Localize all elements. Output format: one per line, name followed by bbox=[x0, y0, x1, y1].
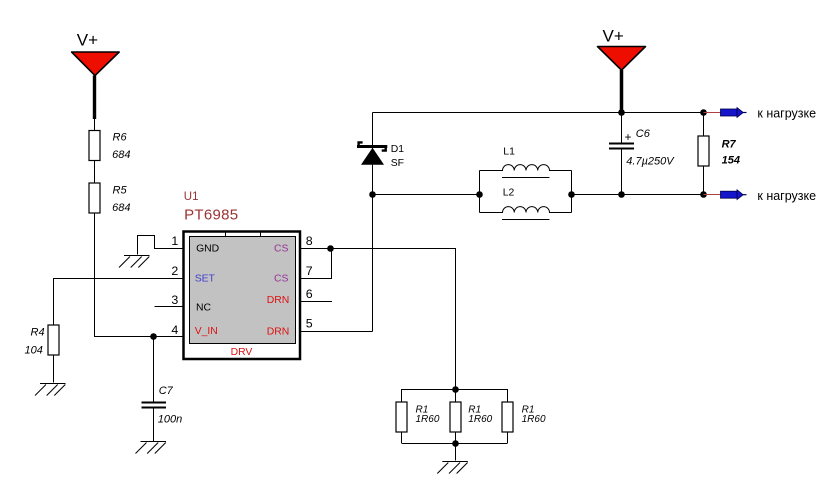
svg-text:C6: C6 bbox=[636, 128, 651, 140]
svg-text:NC: NC bbox=[196, 303, 212, 314]
svg-text:4: 4 bbox=[171, 323, 178, 337]
svg-text:C7: C7 bbox=[159, 385, 174, 397]
svg-text:R1: R1 bbox=[522, 405, 535, 416]
svg-text:7: 7 bbox=[306, 264, 313, 278]
svg-text:+: + bbox=[625, 130, 632, 144]
svg-text:R5: R5 bbox=[113, 184, 128, 196]
svg-text:V+: V+ bbox=[77, 31, 98, 50]
svg-text:R4: R4 bbox=[31, 327, 45, 339]
svg-text:D1: D1 bbox=[391, 144, 405, 155]
svg-text:R1: R1 bbox=[468, 405, 481, 416]
svg-text:1: 1 bbox=[171, 234, 178, 248]
svg-text:DRN: DRN bbox=[267, 326, 290, 337]
svg-text:V_IN: V_IN bbox=[195, 326, 218, 337]
svg-text:104: 104 bbox=[25, 345, 43, 357]
svg-text:U1: U1 bbox=[184, 191, 199, 203]
svg-text:684: 684 bbox=[112, 149, 130, 161]
svg-text:R1: R1 bbox=[416, 405, 429, 416]
svg-text:684: 684 bbox=[112, 202, 130, 214]
svg-text:L2: L2 bbox=[503, 188, 515, 199]
svg-text:4.7µ250V: 4.7µ250V bbox=[626, 156, 675, 168]
svg-text:DRV: DRV bbox=[231, 347, 253, 358]
svg-text:CS: CS bbox=[274, 274, 289, 285]
svg-text:DRN: DRN bbox=[267, 295, 290, 306]
svg-text:L1: L1 bbox=[503, 147, 515, 158]
svg-text:CS: CS bbox=[274, 243, 289, 254]
svg-text:1R60: 1R60 bbox=[416, 414, 440, 425]
svg-text:2: 2 bbox=[171, 264, 178, 278]
svg-text:1R60: 1R60 bbox=[468, 414, 492, 425]
svg-text:154: 154 bbox=[722, 155, 740, 167]
svg-text:R6: R6 bbox=[113, 132, 128, 144]
svg-text:8: 8 bbox=[306, 234, 313, 248]
svg-text:6: 6 bbox=[306, 287, 313, 301]
svg-text:к нагрузке: к нагрузке bbox=[757, 106, 816, 120]
svg-text:100n: 100n bbox=[158, 413, 182, 425]
svg-text:V+: V+ bbox=[603, 27, 624, 46]
svg-text:SET: SET bbox=[195, 274, 216, 285]
svg-text:GND: GND bbox=[196, 243, 219, 254]
svg-text:5: 5 bbox=[306, 317, 313, 331]
svg-text:к нагрузке: к нагрузке bbox=[757, 189, 816, 203]
svg-text:R7: R7 bbox=[722, 138, 737, 150]
svg-text:1R60: 1R60 bbox=[522, 414, 546, 425]
svg-text:3: 3 bbox=[171, 293, 178, 307]
svg-text:PT6985: PT6985 bbox=[184, 207, 238, 224]
svg-text:SF: SF bbox=[391, 158, 404, 169]
